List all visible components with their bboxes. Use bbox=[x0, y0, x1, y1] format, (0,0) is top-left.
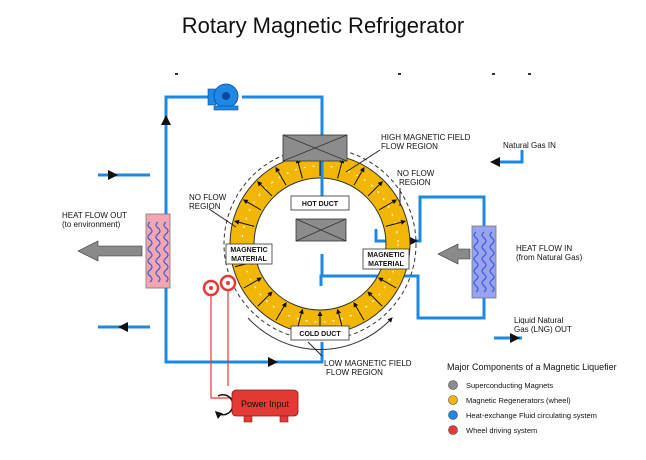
radial-flow-arrow bbox=[257, 291, 273, 307]
radial-flow-arrow bbox=[378, 199, 398, 211]
natural-gas-in-label: Natural Gas IN bbox=[503, 141, 556, 150]
legend-swatch bbox=[448, 380, 458, 390]
svg-text:Power Input: Power Input bbox=[241, 399, 290, 409]
left-heat-exchanger bbox=[145, 213, 171, 289]
svg-text:REGION: REGION bbox=[399, 178, 431, 187]
svg-text:Gas (LNG) OUT: Gas (LNG) OUT bbox=[514, 325, 572, 334]
diagram-labels: HIGH MAGNETIC FIELD FLOW REGION NO FLOW … bbox=[62, 133, 583, 377]
svg-text:Heat-exchange Fluid circulatin: Heat-exchange Fluid circulating system bbox=[466, 411, 597, 420]
radial-flow-arrow bbox=[378, 277, 397, 289]
legend-swatch bbox=[448, 425, 458, 435]
svg-text:FLOW REGION: FLOW REGION bbox=[381, 142, 438, 151]
legend-title: Major Components of a Magnetic Liquefier bbox=[447, 362, 617, 372]
superconducting-magnet-inner bbox=[295, 218, 347, 242]
radial-flow-arrow bbox=[243, 277, 262, 289]
radial-flow-arrow bbox=[367, 181, 383, 197]
svg-text:MATERIAL: MATERIAL bbox=[368, 261, 404, 268]
wheel-drive-system bbox=[202, 274, 237, 419]
radial-flow-arrow bbox=[337, 158, 345, 179]
hot-duct: HOT DUCT bbox=[290, 195, 350, 211]
svg-text:MAGNETIC: MAGNETIC bbox=[367, 252, 404, 259]
radial-flow-arrow bbox=[242, 199, 262, 211]
radial-flow-arrow bbox=[275, 166, 287, 186]
heat-flow-out-label: HEAT FLOW OUT bbox=[62, 211, 127, 220]
svg-text:COLD DUCT: COLD DUCT bbox=[299, 331, 341, 338]
svg-text:Superconducting Magnets: Superconducting Magnets bbox=[466, 381, 553, 390]
pipe-flow-arrows bbox=[108, 115, 520, 367]
legend-swatch bbox=[448, 410, 458, 420]
radial-flow-arrow bbox=[257, 181, 273, 197]
no-flow-right-label: NO FLOW bbox=[397, 169, 435, 178]
scan-marks bbox=[175, 73, 531, 75]
heat-exchange-fluid-piping bbox=[98, 95, 524, 364]
no-flow-left-label: NO FLOW bbox=[189, 193, 227, 202]
svg-text:REGION: REGION bbox=[189, 202, 221, 211]
legend-swatch bbox=[448, 395, 458, 405]
leader-lines bbox=[208, 149, 401, 357]
legend-item-drive-system: Wheel driving system bbox=[448, 425, 537, 435]
magnetic-material-right: MAGNETIC MATERIAL bbox=[362, 248, 410, 270]
power-input-motor: Power Input bbox=[231, 389, 299, 423]
radial-flow-arrow bbox=[295, 158, 303, 179]
radial-flow-arrow bbox=[275, 302, 287, 321]
radial-flow-arrow bbox=[385, 219, 406, 227]
heat-flow-arrows bbox=[77, 240, 471, 265]
radial-flow-arrow bbox=[353, 302, 365, 321]
radial-flow-arrow bbox=[353, 166, 365, 186]
superconducting-magnet-top bbox=[282, 134, 348, 162]
magnetic-material-left: MAGNETIC MATERIAL bbox=[225, 243, 273, 265]
svg-text:HOT DUCT: HOT DUCT bbox=[302, 201, 339, 208]
legend-item-magnets: Superconducting Magnets bbox=[448, 380, 553, 390]
high-field-label: HIGH MAGNETIC FIELD bbox=[381, 133, 471, 142]
heat-flow-in-label: HEAT FLOW IN bbox=[516, 244, 572, 253]
svg-text:(from Natural Gas): (from Natural Gas) bbox=[516, 253, 583, 262]
svg-text:(to environment): (to environment) bbox=[62, 220, 121, 229]
legend-item-regenerators: Magnetic Regenerators (wheel) bbox=[448, 395, 571, 405]
low-field-label: LOW MAGNETIC FIELD bbox=[324, 359, 412, 368]
circulation-pump bbox=[207, 83, 239, 111]
svg-text:Magnetic Regenerators (wheel): Magnetic Regenerators (wheel) bbox=[466, 396, 571, 405]
lng-out-label: Liquid Natural bbox=[514, 316, 564, 325]
svg-text:MAGNETIC: MAGNETIC bbox=[230, 247, 267, 254]
radial-flow-arrow bbox=[234, 219, 255, 227]
radial-flow-arrow bbox=[367, 291, 383, 307]
page-title: Rotary Magnetic Refrigerator bbox=[182, 13, 464, 38]
legend: Major Components of a Magnetic Liquefier… bbox=[447, 362, 617, 435]
legend-item-fluid-system: Heat-exchange Fluid circulating system bbox=[448, 410, 597, 420]
right-heat-exchanger bbox=[471, 225, 497, 299]
svg-text:FLOW REGION: FLOW REGION bbox=[326, 368, 383, 377]
cold-duct: COLD DUCT bbox=[290, 325, 350, 341]
svg-text:Wheel driving system: Wheel driving system bbox=[466, 426, 537, 435]
svg-text:MATERIAL: MATERIAL bbox=[231, 256, 267, 263]
